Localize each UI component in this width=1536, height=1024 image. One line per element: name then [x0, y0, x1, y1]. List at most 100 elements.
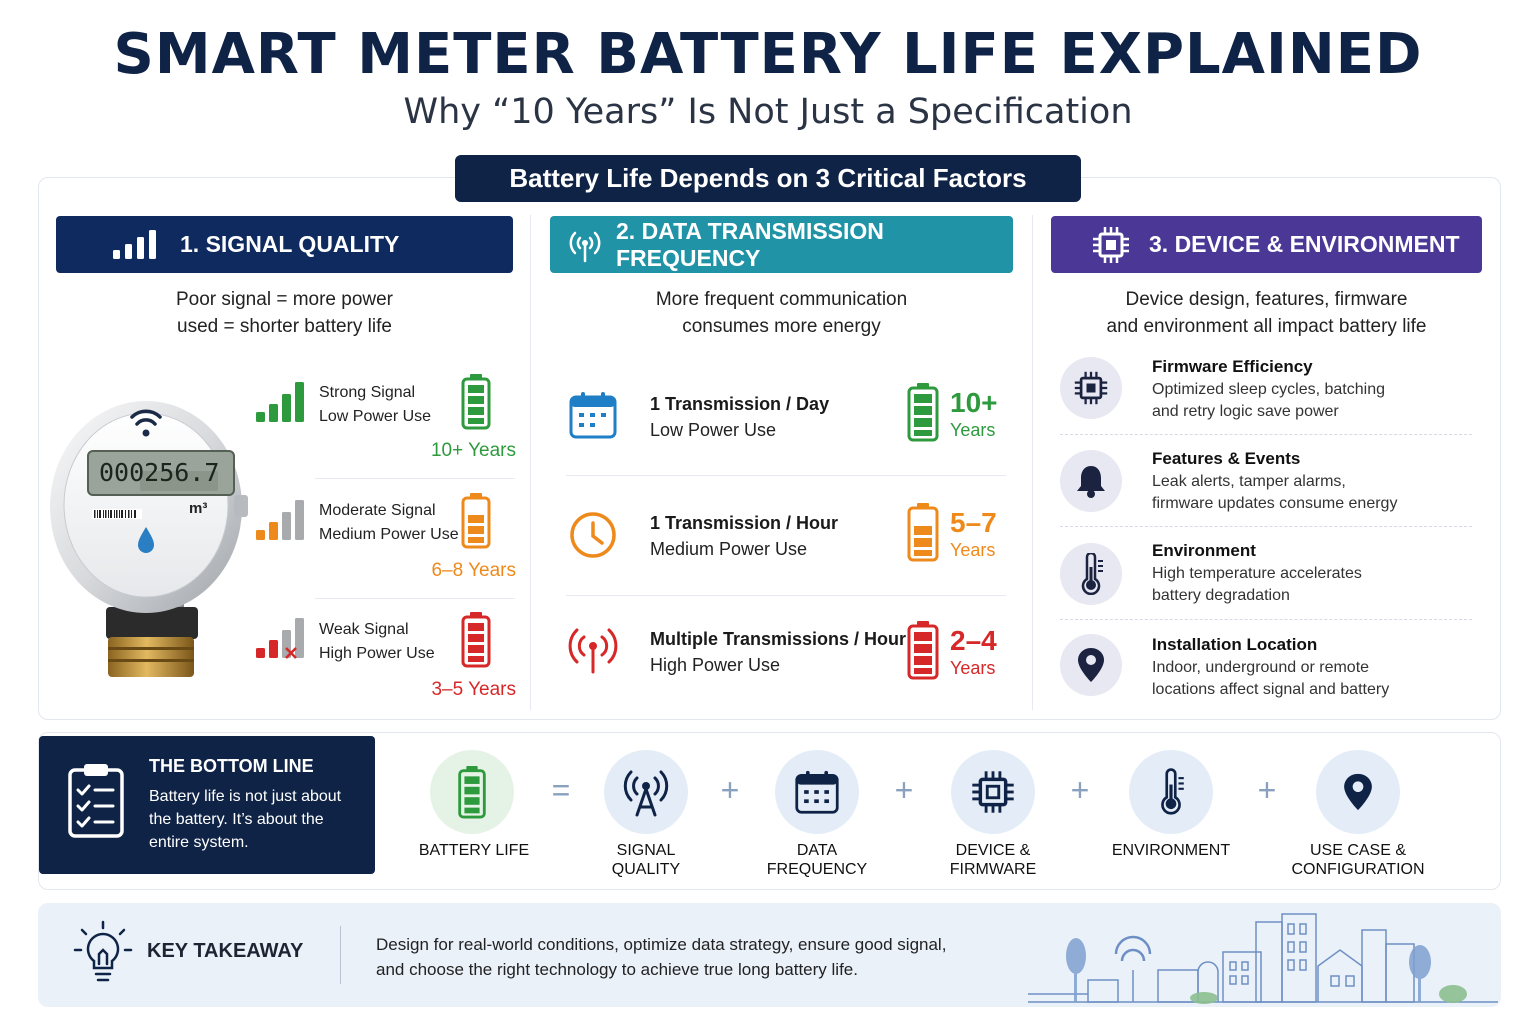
- device-environment-header: 3. DEVICE & ENVIRONMENT: [1051, 216, 1482, 273]
- years-value: 10+: [950, 387, 998, 418]
- moderate-signal-years: 6–8 Years: [431, 560, 516, 581]
- key-takeaway-panel: [38, 903, 1501, 1007]
- battery-full-icon: [458, 765, 486, 819]
- row-sub: Low Power Use: [650, 420, 777, 440]
- tx-day-years: 10+ Years: [950, 388, 998, 442]
- row-sub: Medium Power Use: [650, 539, 808, 559]
- chip-icon: [972, 771, 1014, 813]
- thermometer-icon: [1161, 768, 1184, 815]
- item-line: Leak alerts, tamper alarms,: [1152, 473, 1346, 490]
- row-divider: [566, 595, 1006, 596]
- use-case-label: USE CASE & CONFIGURATION: [1273, 841, 1443, 879]
- item-title: Environment: [1152, 541, 1256, 560]
- plus-sign: +: [1257, 772, 1277, 808]
- term-line: USE CASE &: [1309, 842, 1407, 859]
- plus-sign: +: [894, 772, 914, 808]
- antenna-icon: [568, 628, 618, 674]
- tx-row-hour: 1 Transmission / Hour Medium Power Use: [650, 510, 838, 562]
- term-line: FIRMWARE: [949, 861, 1037, 878]
- weak-signal-years: 3–5 Years: [431, 679, 516, 700]
- moderate-signal-label: Moderate Signal Medium Power Use: [319, 499, 459, 547]
- desc-line: consumes more energy: [682, 316, 881, 337]
- firmware-efficiency-text: Firmware Efficiency Optimized sleep cycl…: [1152, 355, 1385, 423]
- row-label: Moderate Signal: [319, 502, 436, 519]
- calendar-icon: [569, 392, 617, 439]
- row-divider: [1060, 526, 1472, 527]
- city-skyline-illustration: [1028, 913, 1498, 1004]
- row-label: 1 Transmission / Day: [650, 394, 830, 414]
- meter-reading: 000256.7: [99, 458, 220, 487]
- signal-quality-label: SIGNAL QUALITY: [561, 841, 731, 879]
- years-unit: Years: [950, 658, 996, 678]
- water-meter-image: [50, 401, 248, 677]
- row-sub: Medium Power Use: [319, 526, 459, 543]
- data-frequency-heading: 2. DATA TRANSMISSION FREQUENCY: [616, 217, 884, 271]
- tx-hour-years: 5–7 Years: [950, 508, 997, 562]
- equals-sign: =: [551, 772, 571, 808]
- row-sub: High Power Use: [650, 655, 781, 675]
- takeaway-line: and choose the right technology to achie…: [376, 960, 858, 979]
- row-label: Weak Signal: [319, 621, 409, 638]
- firmware-icon-circle: [1060, 357, 1122, 419]
- takeaway-line: Design for real-world conditions, optimi…: [376, 935, 947, 954]
- term-line: CONFIGURATION: [1291, 861, 1425, 878]
- device-firmware-label: DEVICE & FIRMWARE: [908, 841, 1078, 879]
- device-firmware-circle: [951, 750, 1035, 834]
- environment-icon-circle: [1060, 543, 1122, 605]
- data-frequency-header: 2. DATA TRANSMISSION FREQUENCY: [550, 216, 1013, 273]
- bell-icon: [1077, 466, 1105, 498]
- row-label: 1 Transmission / Hour: [650, 513, 839, 533]
- row-label: Multiple Transmissions / Hour: [650, 629, 907, 649]
- column-divider: [530, 215, 531, 710]
- column-divider: [1032, 215, 1033, 710]
- weak-signal-label: Weak Signal High Power Use: [319, 618, 435, 666]
- row-divider: [566, 475, 1006, 476]
- strong-signal-label: Strong Signal Low Power Use: [319, 381, 431, 429]
- item-line: Indoor, underground or remote: [1152, 659, 1370, 676]
- bottom-line-title: THE BOTTOM LINE: [149, 756, 314, 776]
- factors-banner: Battery Life Depends on 3 Critical Facto…: [455, 155, 1081, 202]
- term-line: ENVIRONMENT: [1111, 842, 1231, 859]
- row-label: Strong Signal: [319, 384, 416, 401]
- battery-full-icon: [907, 383, 939, 442]
- desc-line: More frequent communication: [655, 289, 908, 310]
- desc-line: and environment all impact battery life: [1106, 316, 1427, 337]
- location-pin-icon: [1344, 773, 1372, 811]
- term-line: DATA: [796, 842, 838, 859]
- features-icon-circle: [1060, 450, 1122, 512]
- signal-bars-icon: [113, 229, 156, 259]
- plus-sign: +: [720, 772, 740, 808]
- battery-half-icon: [461, 493, 491, 549]
- row-sub: Low Power Use: [319, 408, 432, 425]
- plus-sign: +: [1070, 772, 1090, 808]
- item-title: Installation Location: [1152, 635, 1318, 654]
- data-frequency-label: DATA FREQUENCY: [732, 841, 902, 879]
- term-line: SIGNAL: [616, 842, 676, 859]
- page-subtitle: Why “10 Years” Is Not Just a Specificati…: [403, 92, 1133, 132]
- page-title: SMART METER BATTERY LIFE EXPLAINED: [113, 22, 1423, 87]
- signal-quality-heading: 1. SIGNAL QUALITY: [180, 231, 400, 257]
- strong-signal-icon: [256, 382, 304, 422]
- takeaway-divider: [340, 926, 341, 984]
- antenna-tower-icon: [623, 770, 669, 817]
- battery-low-icon: [461, 612, 491, 668]
- lightbulb-icon: [73, 920, 133, 982]
- battery-low-icon: [907, 621, 939, 680]
- installation-location-text: Installation Location Indoor, undergroun…: [1152, 633, 1389, 701]
- row-sub: High Power Use: [319, 645, 435, 662]
- data-frequency-circle: [775, 750, 859, 834]
- tx-multiple-years: 2–4 Years: [950, 626, 997, 680]
- years-unit: Years: [950, 420, 996, 440]
- term-line: QUALITY: [611, 861, 681, 878]
- item-title: Firmware Efficiency: [1152, 357, 1313, 376]
- years-value: 5–7: [950, 507, 997, 538]
- term-line: FREQUENCY: [766, 861, 868, 878]
- battery-full-icon: [461, 374, 491, 430]
- item-title: Features & Events: [1152, 449, 1301, 468]
- tx-row-day: 1 Transmission / Day Low Power Use: [650, 391, 829, 443]
- battery-half-icon: [907, 503, 939, 562]
- equation-panel: [38, 732, 1501, 890]
- key-takeaway-text: Design for real-world conditions, optimi…: [376, 932, 1016, 982]
- signal-quality-circle: [604, 750, 688, 834]
- row-divider: [1060, 434, 1472, 435]
